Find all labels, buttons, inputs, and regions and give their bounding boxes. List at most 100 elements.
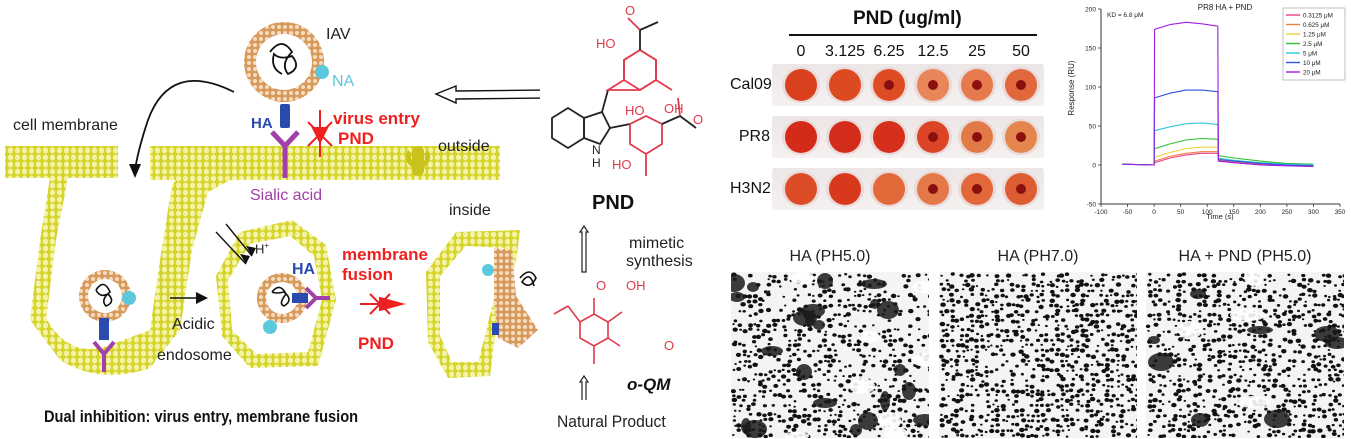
strain-label: PR8	[738, 128, 770, 145]
legend-entry: 0.3125 μM	[1303, 12, 1333, 19]
fused-endosome	[426, 230, 538, 378]
well-blood	[875, 175, 903, 203]
well	[958, 119, 996, 155]
rbc-button	[928, 132, 938, 142]
rbc-button	[1016, 132, 1026, 142]
mechanism-schematic	[5, 22, 540, 378]
internalization-arrow	[129, 79, 235, 178]
pnd-to-virus-arrow	[434, 84, 540, 105]
legend-entry: 1.25 μM	[1303, 31, 1326, 38]
well	[1002, 171, 1040, 207]
microscopy-label: HA + PND (PH5.0)	[1178, 248, 1312, 265]
receptor-icon	[406, 146, 431, 176]
legend-entry: 2.5 μM	[1303, 41, 1322, 48]
sialic-acid-label: Sialic acid	[250, 187, 323, 204]
chart-series	[1122, 21, 1314, 168]
well	[826, 67, 864, 103]
o-label-1: O	[625, 3, 636, 18]
kd-annotation: KD = 6.8 μM	[1107, 12, 1143, 19]
oqm-oh-label: OH	[626, 278, 646, 293]
y-axis-label: Response (RU)	[1067, 60, 1076, 115]
na-label: NA	[332, 73, 355, 90]
well-blood	[787, 175, 815, 203]
x-tick-label: 250	[1281, 209, 1292, 216]
microscopy-image	[939, 272, 1137, 438]
well-blood	[875, 123, 903, 151]
cell-field	[731, 272, 929, 438]
microscopy-label: HA (PH5.0)	[789, 248, 871, 265]
mimetic-label: mimetic	[629, 235, 685, 252]
outside-label: outside	[438, 138, 490, 155]
h-plus-label: H+	[255, 241, 269, 257]
mimetic-synthesis-arrow	[578, 224, 590, 400]
pnd-compound-label: PND	[592, 192, 635, 214]
acidic-endosome	[215, 220, 336, 368]
well	[826, 171, 864, 207]
x-axis-label: Time (s)	[1206, 212, 1234, 220]
progress-arrow	[170, 292, 208, 304]
x-tick-label: 150	[1228, 209, 1239, 216]
legend-entry: 5 μM	[1303, 50, 1317, 57]
strain-label: H3N2	[730, 180, 771, 197]
ho-label-3: HO	[612, 157, 632, 172]
series-line	[1122, 21, 1314, 168]
oqm-o-label-1: O	[596, 278, 607, 293]
well	[782, 119, 820, 155]
concentration-label: 6.25	[873, 43, 905, 60]
well	[914, 171, 952, 207]
rbc-button	[1016, 184, 1026, 194]
rbc-button	[884, 80, 894, 90]
inside-label: inside	[449, 202, 491, 219]
x-tick-label: -100	[1094, 209, 1107, 216]
pnd-fusion-label: PND	[358, 334, 394, 353]
h-label: H	[255, 241, 265, 257]
legend-entry: 0.625 μM	[1303, 22, 1329, 29]
cell-membrane-bilayer	[5, 146, 500, 375]
well	[826, 119, 864, 155]
plate-row	[772, 116, 1044, 158]
fusion-inhibitor-star-icon	[360, 293, 406, 315]
well	[870, 67, 908, 103]
x-tick-label: 200	[1255, 209, 1266, 216]
microscopy-label: HA (PH7.0)	[997, 248, 1079, 265]
oqm-label: o-QM	[627, 375, 671, 394]
x-tick-label: 350	[1335, 209, 1346, 216]
y-tick-label: 50	[1089, 124, 1097, 131]
oh-label-1: OH	[664, 101, 684, 116]
h-atom: H	[592, 155, 601, 170]
concentration-label: 25	[968, 43, 986, 60]
well-blood	[787, 71, 815, 99]
cell-field	[939, 272, 1137, 438]
hai-title: PND (ug/ml)	[853, 8, 962, 29]
spr-chart: PR8 HA + PND KD = 6.8 μM Response (RU) T…	[1067, 3, 1346, 220]
plate-row	[772, 168, 1044, 210]
ho-label-1: HO	[596, 36, 616, 51]
concentration-label: 50	[1012, 43, 1030, 60]
ha-label: HA	[251, 115, 273, 132]
synthesis-label: synthesis	[626, 253, 693, 270]
well	[1002, 67, 1040, 103]
entry-inhibitor-star-icon	[307, 110, 333, 157]
fusion-label: fusion	[342, 265, 393, 284]
x-tick-label: 300	[1308, 209, 1319, 216]
chart-title: PR8 HA + PND	[1198, 3, 1253, 12]
legend-entry: 10 μM	[1303, 60, 1321, 67]
y-tick-label: 200	[1085, 7, 1096, 14]
ho-label-2: HO	[625, 103, 645, 118]
chemistry-structures	[551, 17, 697, 400]
well	[782, 171, 820, 207]
y-tick-label: 150	[1085, 46, 1096, 53]
legend-entry: 20 μM	[1303, 69, 1321, 76]
virus-entry-label: virus entry	[333, 109, 420, 128]
pnd-entry-label: PND	[338, 129, 374, 148]
rbc-button	[972, 184, 982, 194]
dual-inhibition-caption: Dual inhibition: virus entry, membrane f…	[44, 407, 359, 426]
x-tick-label: -50	[1123, 209, 1133, 216]
strain-label: Cal09	[730, 76, 772, 93]
y-tick-label: 100	[1085, 85, 1096, 92]
y-tick-label: 0	[1092, 163, 1096, 170]
rbc-button	[972, 132, 982, 142]
well	[782, 67, 820, 103]
